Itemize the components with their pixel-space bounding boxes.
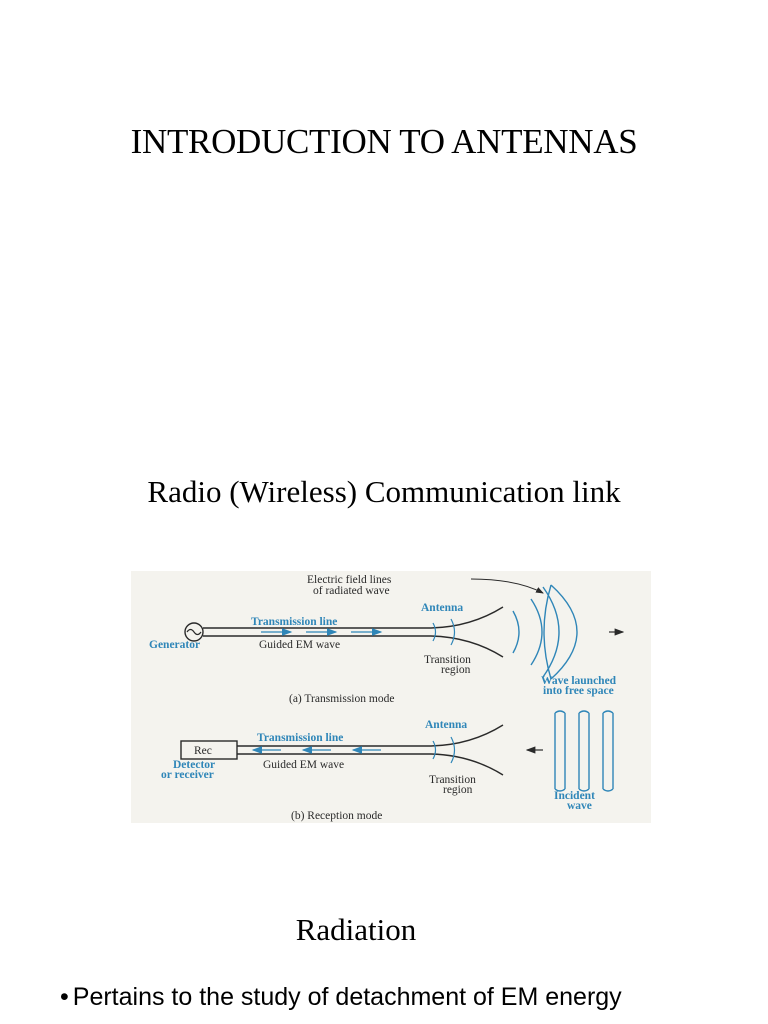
transition-field-a1 xyxy=(432,622,437,642)
transmission-line-upper-b xyxy=(237,724,504,747)
transmission-line-lower-b xyxy=(237,753,504,776)
wavefront-a1 xyxy=(512,610,520,654)
slide-heading-radiation: Radiation xyxy=(295,912,417,947)
sine-wave-icon xyxy=(186,628,202,636)
label-wave-launched-1: Wave launched xyxy=(541,675,617,687)
label-transition-a-2: region xyxy=(441,664,471,676)
label-generator: Generator xyxy=(149,639,200,651)
label-incident-2: wave xyxy=(567,800,592,812)
slide-heading-communication-link: Radio (Wireless) Communication link xyxy=(147,474,621,509)
label-rec: Rec xyxy=(194,745,212,757)
label-detector-1: Detector xyxy=(173,759,215,771)
wavefront-a3 xyxy=(542,586,560,678)
label-transition-a-1: Transition xyxy=(424,654,471,666)
transition-field-a2 xyxy=(450,618,456,646)
incident-wavefronts xyxy=(554,710,614,792)
antenna-diagram: Electric field lines of radiated wave An… xyxy=(149,574,625,822)
label-guided-wave-a: Guided EM wave xyxy=(259,639,340,651)
label-guided-wave-b: Guided EM wave xyxy=(263,759,344,771)
generator-symbol xyxy=(184,622,204,642)
transition-field-b1 xyxy=(432,740,437,760)
bullet-item: •Pertains to the study of detachment of … xyxy=(60,983,768,1012)
receiver-box xyxy=(180,740,238,760)
slide-title: INTRODUCTION TO ANTENNAS xyxy=(130,122,638,161)
label-transition-b-2: region xyxy=(443,784,473,796)
bullet-dot: • xyxy=(60,983,69,1011)
transition-field-b2 xyxy=(450,736,456,764)
label-antenna-b: Antenna xyxy=(425,719,467,731)
wavefront-a4 xyxy=(543,584,578,680)
label-field-lines-1: Electric field lines xyxy=(307,574,392,586)
bullet-text: Pertains to the study of detachment of E… xyxy=(72,983,622,1011)
label-detector-2: or receiver xyxy=(161,769,214,781)
label-incident-1: Incident xyxy=(554,790,595,802)
caption-reception-mode: (b) Reception mode xyxy=(291,810,382,822)
wavefront-a2 xyxy=(530,598,543,666)
pointer-field-lines xyxy=(470,578,544,594)
transmission-line-lower-a xyxy=(203,635,504,658)
label-transition-b-1: Transition xyxy=(429,774,476,786)
caption-transmission-mode: (a) Transmission mode xyxy=(289,693,394,705)
transmission-line-upper-a xyxy=(203,606,504,629)
label-field-lines-2: of radiated wave xyxy=(313,585,390,597)
antenna-diagram-figure: Electric field lines of radiated wave An… xyxy=(131,571,651,823)
label-wave-launched-2: into free space xyxy=(543,685,614,697)
label-transmission-line-a: Transmission line xyxy=(251,616,337,628)
label-transmission-line-b: Transmission line xyxy=(257,732,343,744)
label-antenna-a: Antenna xyxy=(421,602,463,614)
